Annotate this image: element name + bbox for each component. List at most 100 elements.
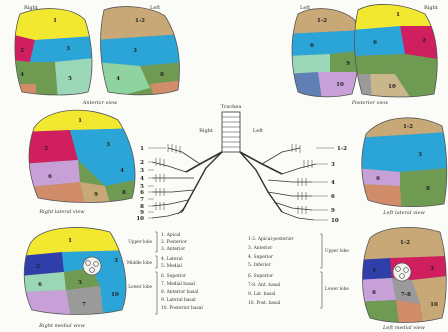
right-lateral-seg-9: 9 bbox=[94, 192, 98, 198]
trachea-label: Trachea bbox=[221, 104, 242, 110]
left-lateral-seg-8: 8 bbox=[426, 186, 430, 192]
right-lateral-seg-6: 6 bbox=[48, 174, 52, 180]
right-lateral-seg-3: 3 bbox=[106, 142, 110, 148]
legend-right-1: 1. Apical bbox=[161, 233, 181, 238]
legend-right-10: 10. Posterior basal bbox=[161, 306, 203, 311]
anterior-seg-3: 3 bbox=[66, 46, 70, 52]
posterior-right-label: Right bbox=[424, 5, 438, 11]
left-lateral-seg-3: 3 bbox=[418, 152, 422, 158]
anterior-left-seg-4: 4 bbox=[116, 76, 120, 82]
anterior-view-left-lung bbox=[95, 0, 185, 100]
right-medial-seg-6: 6 bbox=[38, 282, 42, 288]
bronchus-r-10: 10 bbox=[136, 216, 144, 222]
left-lateral-lung bbox=[355, 105, 448, 215]
legend-right-middle-lobe: Middle lobe bbox=[127, 260, 153, 265]
bronchus-r-7: 7 bbox=[140, 197, 144, 203]
anterior-left-seg-3: 3 bbox=[133, 48, 137, 54]
legend-right-2: 2. Posterior bbox=[161, 240, 188, 245]
right-lateral-seg-4: 4 bbox=[120, 168, 124, 174]
left-medial-lung bbox=[355, 222, 448, 332]
posterior-left-seg-12: 1-2 bbox=[317, 18, 327, 24]
right-lateral-caption: Right lateral view bbox=[38, 209, 85, 215]
bronchi-left-numbers: 1-2 3 4 6 9 10 bbox=[331, 146, 347, 224]
legend-left-12: 1-2. Apical-posterior bbox=[248, 237, 294, 242]
anterior-seg-5: 5 bbox=[68, 76, 72, 82]
right-lateral-seg-8: 8 bbox=[122, 190, 126, 196]
legend-right-5: 5. Medial bbox=[161, 264, 183, 269]
posterior-right-seg-10: 10 bbox=[388, 84, 396, 90]
bronchus-r-1: 1 bbox=[140, 146, 144, 152]
right-medial-seg-2: 2 bbox=[36, 264, 40, 270]
anterior-left-seg-12: 1-2 bbox=[135, 18, 145, 24]
bronchi-right-numbers: 1 2 3 4 5 6 7 8 9 10 bbox=[136, 146, 144, 222]
bronchus-r-6: 6 bbox=[140, 190, 144, 196]
left-medial-seg-6: 6 bbox=[372, 290, 376, 296]
posterior-right-seg-2: 2 bbox=[422, 38, 426, 44]
posterior-right-seg-6: 6 bbox=[373, 40, 377, 46]
legend-right-6: 6. Superior bbox=[161, 274, 187, 279]
left-medial-seg-4: 4 bbox=[372, 268, 376, 274]
left-medial-seg-78: 7-8 bbox=[401, 292, 411, 298]
right-medial-seg-5: 5 bbox=[78, 280, 82, 286]
bronchi-right-label: Right bbox=[199, 128, 213, 134]
legend-left-lower-lobe: Lower lobe bbox=[325, 286, 349, 291]
posterior-right-seg-1: 1 bbox=[396, 12, 400, 18]
left-medial-seg-3: 3 bbox=[430, 266, 434, 272]
legend-left-3: 3. Anterior bbox=[248, 246, 273, 251]
left-lateral-seg-12: 1-2 bbox=[403, 124, 413, 130]
anterior-left-label: Left bbox=[150, 5, 160, 11]
legend-left-6: 6. Superior bbox=[248, 274, 274, 279]
legend-right-upper-lobe: Upper lobe bbox=[128, 239, 152, 244]
anterior-seg-2: 2 bbox=[20, 48, 24, 54]
legend-right: Upper lobe Middle lobe Lower lobe 1. Api… bbox=[127, 232, 204, 314]
left-lateral-caption: Left lateral view bbox=[382, 210, 425, 216]
legend-left-9: 9. Lat. basal bbox=[248, 292, 276, 297]
left-lateral-seg-6: 6 bbox=[376, 176, 380, 182]
right-medial-seg-7: 7 bbox=[82, 302, 86, 308]
bronchus-l-6: 6 bbox=[331, 194, 335, 200]
bronchus-r-2: 2 bbox=[140, 160, 144, 166]
anterior-seg-4: 4 bbox=[20, 72, 24, 78]
posterior-left-seg-9: 9 bbox=[346, 61, 350, 67]
right-lateral-seg-1: 1 bbox=[78, 118, 82, 124]
bronchus-l-3: 3 bbox=[331, 162, 335, 168]
bronchus-r-3: 3 bbox=[140, 168, 144, 174]
posterior-view-left-lung bbox=[285, 0, 365, 100]
legend-left-4: 4. Superior bbox=[248, 255, 274, 260]
left-medial-caption: Left medial view bbox=[382, 325, 426, 331]
left-medial-seg-10: 10 bbox=[430, 302, 438, 308]
legend-left-upper-lobe: Upper lobe bbox=[325, 248, 349, 253]
anterior-view-right-lung bbox=[0, 0, 100, 110]
anterior-view-caption: Anterior view bbox=[82, 100, 118, 106]
bronchus-l-12: 1-2 bbox=[337, 146, 347, 152]
legend-right-9: 9. Lateral basal bbox=[161, 298, 196, 303]
legend-left: 1-2. Apical-posterior 3. Anterior 4. Sup… bbox=[248, 234, 349, 308]
right-medial-lung bbox=[20, 222, 132, 322]
right-lateral-seg-2: 2 bbox=[44, 146, 48, 152]
anterior-left-seg-8: 8 bbox=[160, 72, 164, 78]
right-medial-seg-10: 10 bbox=[111, 292, 119, 298]
left-medial-seg-12: 1-2 bbox=[400, 240, 410, 246]
legend-left-10: 10. Post. basal bbox=[248, 301, 281, 306]
bronchus-l-9: 9 bbox=[331, 208, 335, 214]
right-medial-caption: Right medial view bbox=[38, 323, 85, 329]
bronchi-left-label: Left bbox=[253, 128, 263, 134]
posterior-left-seg-6: 6 bbox=[310, 43, 314, 49]
legend-right-7: 7. Medial basal bbox=[161, 282, 196, 287]
bronchial-tree bbox=[148, 112, 334, 220]
posterior-left-label: Left bbox=[300, 5, 310, 11]
legend-left-78: 7-8. Ant. basal bbox=[248, 283, 281, 288]
right-medial-seg-1: 1 bbox=[68, 238, 72, 244]
bronchus-r-4: 4 bbox=[140, 176, 144, 182]
posterior-left-seg-10: 10 bbox=[336, 82, 344, 88]
legend-left-5: 5. Inferior bbox=[248, 263, 272, 268]
legend-right-lower-lobe: Lower lobe bbox=[128, 284, 152, 289]
right-medial-seg-3: 3 bbox=[114, 258, 118, 264]
legend-right-3: 3. Anterior bbox=[161, 247, 186, 252]
legend-right-4: 4. Lateral bbox=[161, 257, 183, 262]
bronchus-l-10: 10 bbox=[331, 218, 339, 224]
bronchus-l-4: 4 bbox=[331, 180, 335, 186]
legend-right-8: 8. Anterior basal bbox=[161, 290, 199, 295]
